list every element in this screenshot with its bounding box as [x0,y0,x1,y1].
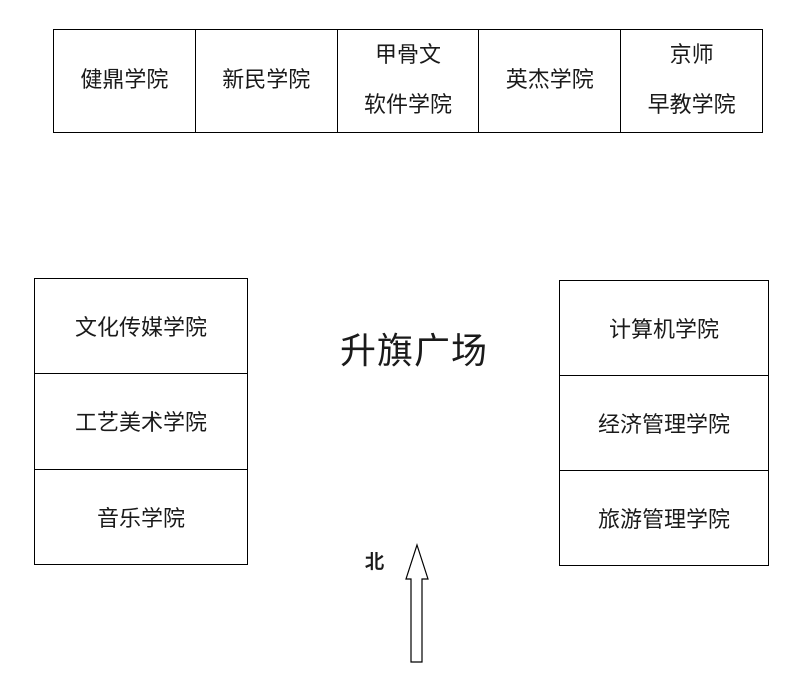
college-tourism-label: 旅游管理学院 [597,508,730,533]
college-computer-label: 计算机学院 [608,318,719,343]
college-computer: 计算机学院 [560,281,768,376]
top-college-row: 健鼎学院 新民学院 甲骨文 软件学院 英杰学院 京师 早教学院 [53,29,763,133]
college-jingshi-line-1: 京师 [669,43,714,68]
college-tourism-management: 旅游管理学院 [560,471,768,565]
college-xinmin-label: 新民学院 [222,68,311,93]
college-culture-media: 文化传媒学院 [35,279,247,375]
college-music: 音乐学院 [35,470,247,564]
college-culture-media-label: 文化传媒学院 [74,316,207,342]
college-arts-crafts: 工艺美术学院 [35,374,247,470]
left-college-block: 文化传媒学院 工艺美术学院 音乐学院 [34,278,248,565]
college-arts-crafts-label: 工艺美术学院 [74,411,207,437]
college-xinmin: 新民学院 [196,30,338,132]
college-jianding-label: 健鼎学院 [80,68,169,93]
college-oracle-line-2: 软件学院 [363,93,452,118]
college-jianding: 健鼎学院 [54,30,196,132]
college-economics-management: 经济管理学院 [560,376,768,471]
college-oracle-software: 甲骨文 软件学院 [338,30,480,132]
college-jingshi-early-education: 京师 早教学院 [621,30,762,132]
right-college-block: 计算机学院 经济管理学院 旅游管理学院 [559,280,769,566]
college-jingshi-line-2: 早教学院 [647,93,736,118]
flag-plaza-label: 升旗广场 [340,331,489,372]
college-oracle-line-1: 甲骨文 [374,43,441,68]
north-label: 北 [365,551,385,573]
college-music-label: 音乐学院 [96,506,185,532]
college-yingjie-label: 英杰学院 [505,68,594,93]
north-arrow-icon [405,543,429,663]
college-yingjie: 英杰学院 [479,30,622,132]
college-economics-label: 经济管理学院 [597,413,730,438]
